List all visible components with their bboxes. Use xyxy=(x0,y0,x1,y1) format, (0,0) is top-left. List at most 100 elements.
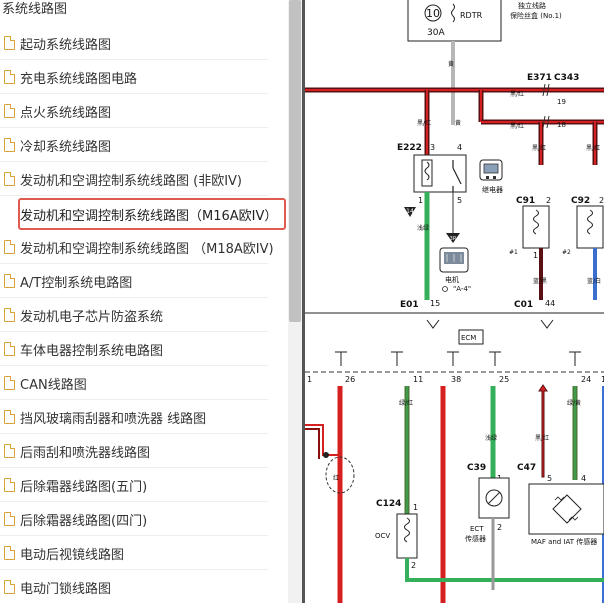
ground-badge-14: 14 xyxy=(404,207,416,217)
fuse-desc-2: 保险丝盒 (No.1) xyxy=(510,11,562,20)
maf-iat-sensor xyxy=(528,483,604,535)
ocv-label: OCV xyxy=(375,532,390,540)
wire-relay-left: 黑/红 xyxy=(417,119,431,127)
tree-header[interactable]: 系统线路图 xyxy=(2,2,68,17)
label-e371: E371 xyxy=(527,73,552,83)
fuse-amp: 30A xyxy=(427,28,445,38)
tree-item-selected[interactable]: 发动机和空调控制系统线路图（M16A欧IV） xyxy=(18,198,286,230)
tree-item[interactable]: 冷却系统线路图 xyxy=(0,129,268,162)
pin-24: 24 xyxy=(581,375,591,384)
c91-sub: #1 xyxy=(509,249,518,256)
tree-item[interactable]: 后雨刮和喷洗器线路图 xyxy=(0,435,268,468)
badge-3r: 3R xyxy=(446,233,460,243)
fuse-desc-1: 独立线路 xyxy=(518,1,546,10)
pin-26: 26 xyxy=(345,375,355,384)
document-icon xyxy=(4,70,15,84)
tree-item-label: 点火系统线路图 xyxy=(20,105,112,121)
relay-pin-1: 1 xyxy=(418,196,423,205)
tree-item-label: 充电系统线路图电路 xyxy=(20,71,138,87)
document-icon xyxy=(4,308,15,322)
tree-scrollbar[interactable] xyxy=(288,0,302,603)
tree-item[interactable]: 发动机和空调控制系统线路图 （M18A欧IV) xyxy=(0,231,274,264)
tree-item-label: 电动后视镜线路图 xyxy=(20,547,125,563)
document-icon xyxy=(4,172,15,186)
relay-e222 xyxy=(413,154,467,193)
tree-item[interactable]: 电动后视镜线路图 xyxy=(0,537,268,570)
tree-item[interactable]: 充电系统线路图电路 xyxy=(0,61,268,94)
document-icon xyxy=(4,104,15,118)
c124-pin-1: 1 xyxy=(413,503,418,512)
injector-c91 xyxy=(522,205,550,249)
document-icon xyxy=(4,376,15,390)
tree-item[interactable]: 发动机电子芯片防盗系统 xyxy=(0,299,268,332)
tree-item[interactable]: CAN线路图 xyxy=(0,367,268,400)
pin-11: 11 xyxy=(413,375,423,384)
tree-item-label: 车体电器控制系统电路图 xyxy=(20,343,164,359)
wire-relay-right: 黄 xyxy=(455,119,461,127)
c47-pin-5: 5 xyxy=(547,474,552,483)
relay-pin-3: 3 xyxy=(430,143,435,152)
pane-divider[interactable] xyxy=(302,0,305,603)
document-icon xyxy=(4,410,15,424)
c91-pin-2: 2 xyxy=(546,196,551,205)
wire-15-color: 浅绿 xyxy=(417,224,429,232)
label-e01: E01 xyxy=(400,300,419,310)
tree-item-label: 后除霜器线路图(四门) xyxy=(20,513,148,529)
tree-panel: 系统线路图 起动系统线路图充电系统线路图电路点火系统线路图冷却系统线路图发动机和… xyxy=(0,0,288,603)
c92-sub: #2 xyxy=(562,249,571,256)
tree-item[interactable]: 挡风玻璃雨刮器和喷洗器 线路图 xyxy=(0,401,268,434)
ocv-valve xyxy=(396,513,418,559)
document-icon xyxy=(4,546,15,560)
tree-item[interactable]: 后除霜器线路图(五门) xyxy=(0,469,268,502)
tree-item[interactable]: 起动系统线路图 xyxy=(0,27,268,60)
tree-item[interactable]: 电动门锁线路图 xyxy=(0,571,268,603)
tree-item[interactable]: A/T控制系统电路图 xyxy=(0,265,268,298)
c47-pin-4: 4 xyxy=(581,474,586,483)
pin-38: 38 xyxy=(451,375,461,384)
injector-c92 xyxy=(576,205,604,249)
wiring-diagram-viewer[interactable]: 10 30A RDTR 独立线路 保险丝盒 (No.1) 黄 E371 C343… xyxy=(305,0,604,603)
tree-item-label: 挡风玻璃雨刮器和喷洗器 线路图 xyxy=(20,411,207,427)
motor-ref: "A-4" xyxy=(453,285,471,293)
tree-item-label: A/T控制系统电路图 xyxy=(20,275,133,291)
relay-pin-5: 5 xyxy=(457,196,462,205)
tree-item[interactable]: 发动机和空调控制系统线路图 (非欧IV) xyxy=(0,163,268,196)
tree-item-label: 后除霜器线路图(五门) xyxy=(20,479,148,495)
scrollbar-thumb[interactable] xyxy=(289,0,301,322)
document-icon xyxy=(4,240,15,254)
fuse-box: 10 30A RDTR xyxy=(407,0,502,42)
document-icon xyxy=(4,444,15,458)
label-c91: C91 xyxy=(516,196,535,206)
fuse-rdtr: RDTR xyxy=(460,11,483,20)
wire-18-color: 黑/红 xyxy=(510,122,524,130)
label-c343: C343 xyxy=(554,73,579,83)
ect-label-2: 传感器 xyxy=(465,534,486,543)
wire-fuse-out: 黄 xyxy=(448,60,454,68)
tree-item[interactable]: 点火系统线路图 xyxy=(0,95,268,128)
tree-item-label: CAN线路图 xyxy=(20,377,87,393)
wire-11: 绿/红 xyxy=(399,399,413,407)
motor-icon xyxy=(439,247,469,273)
c92-pin-2: 2 xyxy=(599,196,604,205)
label-c39: C39 xyxy=(467,463,486,473)
fuse-number: 10 xyxy=(426,7,440,20)
wire-c47-left: 黑/红 xyxy=(535,434,549,442)
label-ecm: ECM xyxy=(461,334,476,342)
motor-label: 电机 xyxy=(445,275,459,284)
wire-c91-bottom: 蓝/黑 xyxy=(533,277,547,285)
tree-item-label: 起动系统线路图 xyxy=(20,37,112,53)
document-icon xyxy=(4,36,15,50)
document-icon xyxy=(4,580,15,594)
tree-item[interactable]: 后除霜器线路图(四门) xyxy=(0,503,268,536)
c124-pin-2: 2 xyxy=(411,561,416,570)
tree-item-label: 发动机和空调控制系统线路图 (非欧IV) xyxy=(20,173,243,189)
document-icon xyxy=(4,512,15,526)
label-c124: C124 xyxy=(376,499,401,509)
badge-3r-text: 3R xyxy=(450,236,457,242)
pin-15: 15 xyxy=(430,299,440,308)
tree-item-label: 电动门锁线路图 xyxy=(20,581,112,597)
tree-item[interactable]: 车体电器控制系统电路图 xyxy=(0,333,268,366)
maf-label: MAF and IAT 传感器 xyxy=(531,537,597,546)
wire-25: 浅绿 xyxy=(485,434,497,442)
pin-25: 25 xyxy=(499,375,509,384)
